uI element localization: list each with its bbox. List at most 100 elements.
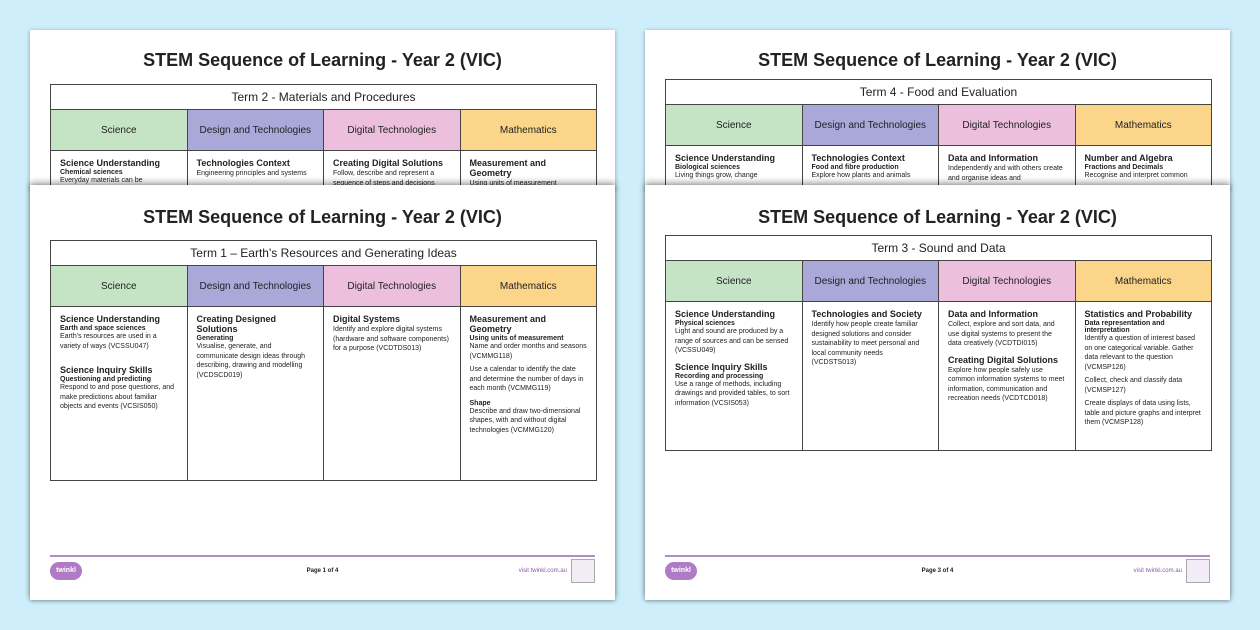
twinkl-logo: twinkl [665, 562, 697, 580]
page-back-right[interactable]: STEM Sequence of Learning - Year 2 (VIC)… [645, 30, 1230, 190]
strand-heading: Number and Algebra [1084, 153, 1173, 163]
descriptor-text: Collect, check and classify data (VCMSP1… [1084, 377, 1183, 394]
twinkl-logo: twinkl [50, 562, 82, 580]
page-footer: twinkl Page 3 of 4 visit twinkl.com.au [665, 555, 1210, 587]
descriptor-text: Independently and with others create and… [948, 165, 1063, 182]
page-title: STEM Sequence of Learning - Year 2 (VIC) [758, 50, 1117, 70]
page-front-right[interactable]: STEM Sequence of Learning - Year 2 (VIC)… [645, 185, 1230, 600]
column-header-maths: Mathematics [1075, 261, 1211, 301]
sub-strand: Recording and processing [675, 372, 764, 380]
page-title: STEM Sequence of Learning - Year 2 (VIC) [758, 207, 1117, 227]
column-header-digital: Digital Technologies [324, 266, 461, 306]
term-heading: Term 1 – Earth's Resources and Generatin… [51, 241, 596, 266]
term-heading: Term 2 - Materials and Procedures [51, 85, 596, 110]
descriptor-text: Earth's resources are used in a variety … [60, 333, 157, 350]
sub-strand: Questioning and predicting [60, 376, 151, 383]
column-header-maths: Mathematics [460, 110, 596, 150]
column-header-design: Design and Technologies [187, 110, 324, 150]
strand-heading: Data and Information [948, 309, 1039, 319]
page-number: Page 1 of 4 [306, 568, 339, 574]
descriptor-text: Identify how people create familiar desi… [811, 321, 920, 366]
descriptor-text: Describe and draw two-dimensional shapes… [469, 407, 581, 434]
descriptor-text: Use a range of methods, including drawin… [675, 380, 790, 407]
page-front-left[interactable]: STEM Sequence of Learning - Year 2 (VIC)… [30, 185, 615, 600]
page-number: Page 3 of 4 [921, 568, 954, 574]
quality-badge-icon [1186, 559, 1210, 583]
strand-heading: Statistics and Probability [1084, 309, 1193, 319]
descriptor-text: Use a calendar to identify the date and … [469, 366, 584, 392]
descriptor-text: Follow, describe and represent a sequenc… [333, 170, 435, 187]
column-header-science: Science [666, 261, 803, 301]
sub-strand: Using units of measurement [469, 335, 564, 342]
strand-heading: Technologies Context [196, 158, 290, 168]
sub-strand: Shape [469, 399, 491, 407]
column-header-science: Science [51, 110, 188, 150]
descriptor-text: Create displays of data using lists, tab… [1084, 400, 1201, 426]
descriptor-text: Collect, explore and sort data, and use … [948, 321, 1055, 347]
descriptor-text: Everyday materials can be [60, 177, 143, 184]
sub-strand: Food and fibre production [811, 164, 899, 171]
term-heading: Term 4 - Food and Evaluation [666, 80, 1211, 105]
column-header-design: Design and Technologies [802, 105, 939, 145]
column-header-design: Design and Technologies [802, 261, 939, 301]
column-header-digital: Digital Technologies [939, 261, 1076, 301]
sub-strand: Data representation and interpretation [1084, 320, 1165, 334]
quality-badge-icon [571, 559, 595, 583]
website-link[interactable]: visit twinkl.com.au [518, 568, 567, 574]
strand-heading: Science Understanding [675, 309, 776, 319]
column-header-digital: Digital Technologies [939, 105, 1076, 145]
descriptor-text: Light and sound are produced by a range … [675, 328, 789, 354]
column-header-maths: Mathematics [460, 266, 596, 306]
descriptor-text: Identify a question of interest based on… [1084, 335, 1196, 371]
descriptor-text: Explore how plants and animals [811, 172, 911, 179]
page-footer: twinkl Page 1 of 4 visit twinkl.com.au [50, 555, 595, 587]
page-back-left[interactable]: STEM Sequence of Learning - Year 2 (VIC)… [30, 30, 615, 190]
strand-heading: Measurement and Geometry [469, 314, 547, 334]
strand-heading: Creating Designed Solutions [196, 314, 277, 334]
strand-heading: Creating Digital Solutions [333, 158, 444, 168]
strand-heading: Creating Digital Solutions [948, 354, 1059, 365]
website-link[interactable]: visit twinkl.com.au [1133, 568, 1182, 574]
sub-strand: Chemical sciences [60, 169, 123, 176]
sub-strand: Generating [196, 335, 234, 342]
descriptor-text: Engineering principles and systems [196, 170, 307, 177]
column-header-design: Design and Technologies [187, 266, 324, 306]
sub-strand: Biological sciences [675, 164, 740, 171]
strand-heading: Science Understanding [675, 153, 776, 163]
strand-heading: Science Understanding [60, 158, 161, 168]
strand-heading: Science Understanding [60, 314, 161, 324]
descriptor-text: Visualise, generate, and communicate des… [196, 343, 306, 379]
